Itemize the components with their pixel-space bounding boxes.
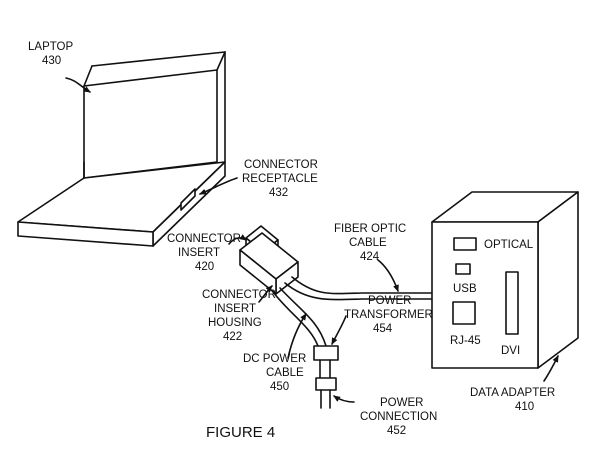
dc-cable-ref: 450 (270, 381, 289, 393)
laptop-ref: 430 (42, 55, 61, 67)
dc-cable-label-2: CABLE (266, 367, 304, 379)
laptop (17, 51, 226, 247)
connector-insert-label-1: CONNECTOR (167, 233, 241, 245)
label-connector-receptacle: CONNECTOR RECEPTACLE 432 (242, 159, 318, 199)
usb-port (455, 263, 471, 275)
rj45-port-label: RJ-45 (450, 335, 481, 347)
data-adapter-label: DATA ADAPTER (470, 387, 555, 399)
transformer-label-2: TRANSFORMER (344, 309, 433, 321)
connector-insert-assembly (239, 225, 299, 295)
power-conn-label-2: CONNECTION (360, 411, 437, 423)
rj45-port (452, 301, 476, 325)
laptop-screen (83, 51, 226, 179)
dvi-port (505, 271, 519, 335)
power-transformer (313, 345, 339, 391)
connector-insert-label-2: INSERT (178, 247, 220, 259)
dvi-port-label: DVI (501, 345, 520, 357)
transformer-ref: 454 (373, 323, 393, 335)
label-fiber-optic-cable: FIBER OPTIC CABLE 424 (334, 223, 406, 263)
laptop-base (17, 161, 226, 247)
data-adapter-ref: 410 (515, 401, 534, 413)
optical-port (453, 237, 477, 251)
usb-port-label: USB (453, 283, 477, 295)
connector-insert-housing (239, 232, 299, 295)
fiber-label-2: CABLE (349, 237, 387, 249)
connector-receptacle-label-2: RECEPTACLE (242, 173, 318, 185)
power-connection (320, 389, 331, 409)
housing-label-1: CONNECTOR (202, 289, 276, 301)
laptop-label: LAPTOP (28, 41, 73, 53)
connector-receptacle (180, 188, 196, 211)
label-dc-power-cable: DC POWER CABLE 450 (243, 353, 306, 393)
figure-caption: FIGURE 4 (206, 424, 275, 441)
label-connector-insert-housing: CONNECTOR INSERT HOUSING 422 (202, 289, 276, 343)
power-conn-ref: 452 (387, 425, 406, 437)
leader-arrows (65, 77, 559, 403)
label-laptop: LAPTOP 430 (28, 41, 73, 67)
transformer-label-1: POWER (368, 295, 411, 307)
connector-insert-ref: 420 (195, 261, 214, 273)
fiber-ref: 424 (360, 251, 380, 263)
connector-receptacle-label-1: CONNECTOR (244, 159, 318, 171)
label-power-transformer: POWER TRANSFORMER 454 (344, 295, 433, 335)
fiber-label-1: FIBER OPTIC (334, 223, 406, 235)
label-connector-insert: CONNECTOR INSERT 420 (167, 233, 241, 273)
housing-label-2: INSERT (214, 303, 256, 315)
label-power-connection: POWER CONNECTION 452 (360, 397, 437, 437)
housing-label-3: HOUSING (208, 317, 262, 329)
dc-cable-label-1: DC POWER (243, 353, 306, 365)
data-adapter (431, 191, 579, 369)
optical-port-label: OPTICAL (484, 239, 534, 251)
connector-receptacle-ref: 432 (269, 187, 288, 199)
power-conn-label-1: POWER (380, 397, 423, 409)
label-data-adapter: DATA ADAPTER 410 (470, 387, 555, 413)
fiber-optic-cable (284, 276, 433, 301)
housing-ref: 422 (223, 331, 242, 343)
dc-power-cable (272, 287, 327, 347)
